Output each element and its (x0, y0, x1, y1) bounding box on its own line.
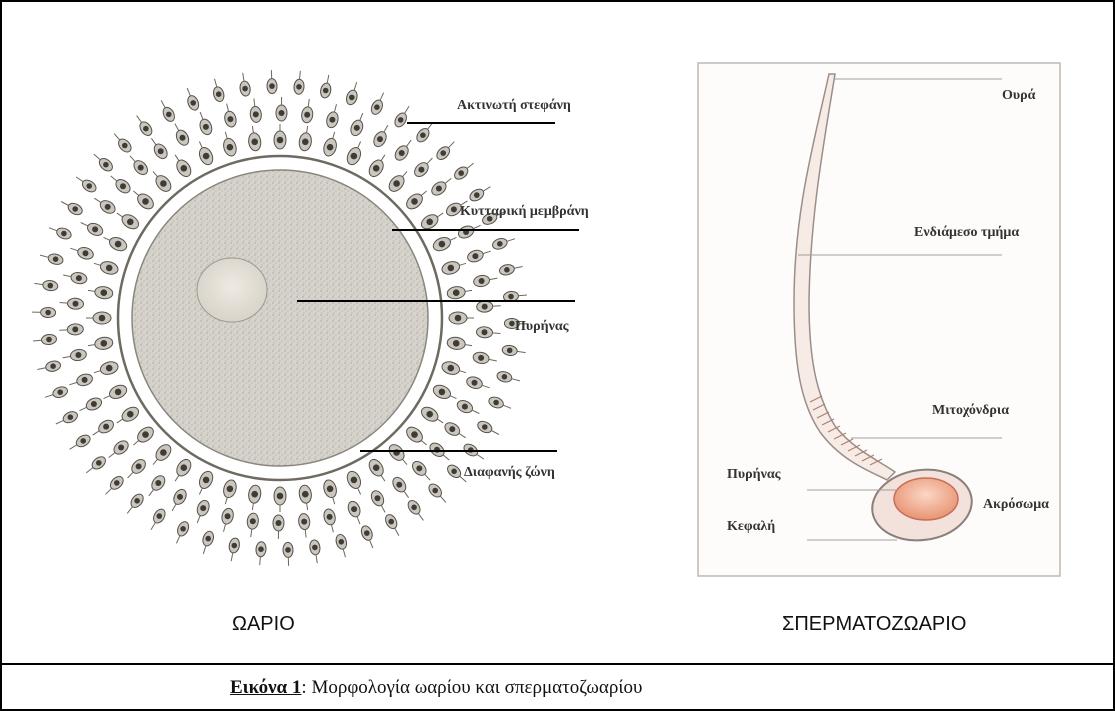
label-mitochondria: Μιτοχόνδρια (932, 403, 1009, 418)
figure-number: Εικόνα 1 (230, 677, 301, 698)
label-sperm-nucleus: Πυρήνας (727, 467, 782, 482)
sperm-title: ΣΠΕΡΜΑΤΟΖΩΑΡΙΟ (782, 613, 966, 636)
label-midpiece: Ενδιάμεσο τμήμα (914, 225, 1019, 240)
sperm-illustration: Ουρά Ενδιάμεσο τμήμα Μιτοχόνδρια Πυρήνας… (2, 2, 1113, 662)
label-acrosome: Ακρόσωμα (983, 497, 1049, 512)
illustration-panel: Ακτινωτή στεφάνη Κυτταρική μεμβράνη Πυρή… (2, 2, 1113, 662)
acrosome (894, 478, 958, 520)
figure-caption: Εικόνα 1: Μορφολογία ωαρίου και σπερματο… (230, 677, 642, 699)
label-tail: Ουρά (1002, 88, 1036, 103)
label-head: Κεφαλή (727, 519, 775, 534)
figure-caption-text: : Μορφολογία ωαρίου και σπερματοζωαρίου (301, 677, 642, 698)
figure-caption-row: Εικόνα 1: Μορφολογία ωαρίου και σπερματο… (2, 663, 1113, 711)
ovum-title: ΩΑΡΙΟ (232, 613, 295, 636)
